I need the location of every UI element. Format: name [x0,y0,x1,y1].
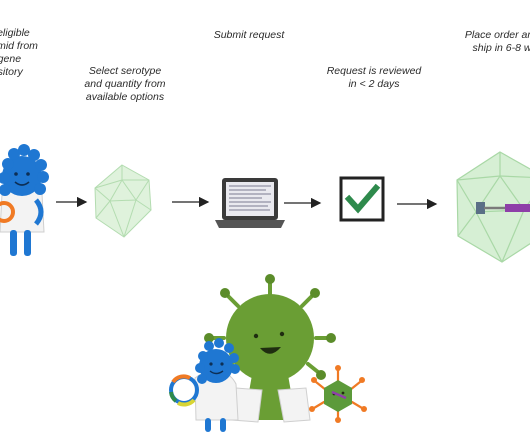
blue-mascot-with-plasmid-icon [0,144,49,256]
mascots-group-icon [169,274,367,432]
aav-capsid-icon [94,164,152,238]
packaged-capsid-with-plasmid-icon [456,151,530,263]
step-1-caption-line: ct eligible [0,27,30,39]
checkmark-box-icon [339,176,385,222]
step-5-caption-line: Place order and [464,29,530,41]
step-4-caption-line: in < 2 days [348,78,400,90]
step-2-caption-line: available options [85,91,165,103]
step-2-caption-line: Select serotype [88,65,162,77]
step-2-caption-line: and quantity from [84,78,166,90]
step-5-caption-line: ship in 6-8 w [472,42,530,54]
step-1-caption-line: ddgene [0,53,22,65]
step-3-caption-line: Submit request [213,29,285,41]
step-3-caption: Submit request [190,29,308,42]
step-4-caption: Request is reviewed in < 2 days [314,65,434,91]
step-1-caption-line: pository [0,66,23,78]
step-1-caption: ct eligible asmid from ddgene pository [0,27,38,79]
step-4-caption-line: Request is reviewed [326,65,422,77]
step-2-caption: Select serotype and quantity from availa… [62,65,188,104]
step-5-caption: Place order and ship in 6-8 w [440,29,530,55]
step-1-caption-line: asmid from [0,40,38,52]
laptop-icon [215,178,285,228]
